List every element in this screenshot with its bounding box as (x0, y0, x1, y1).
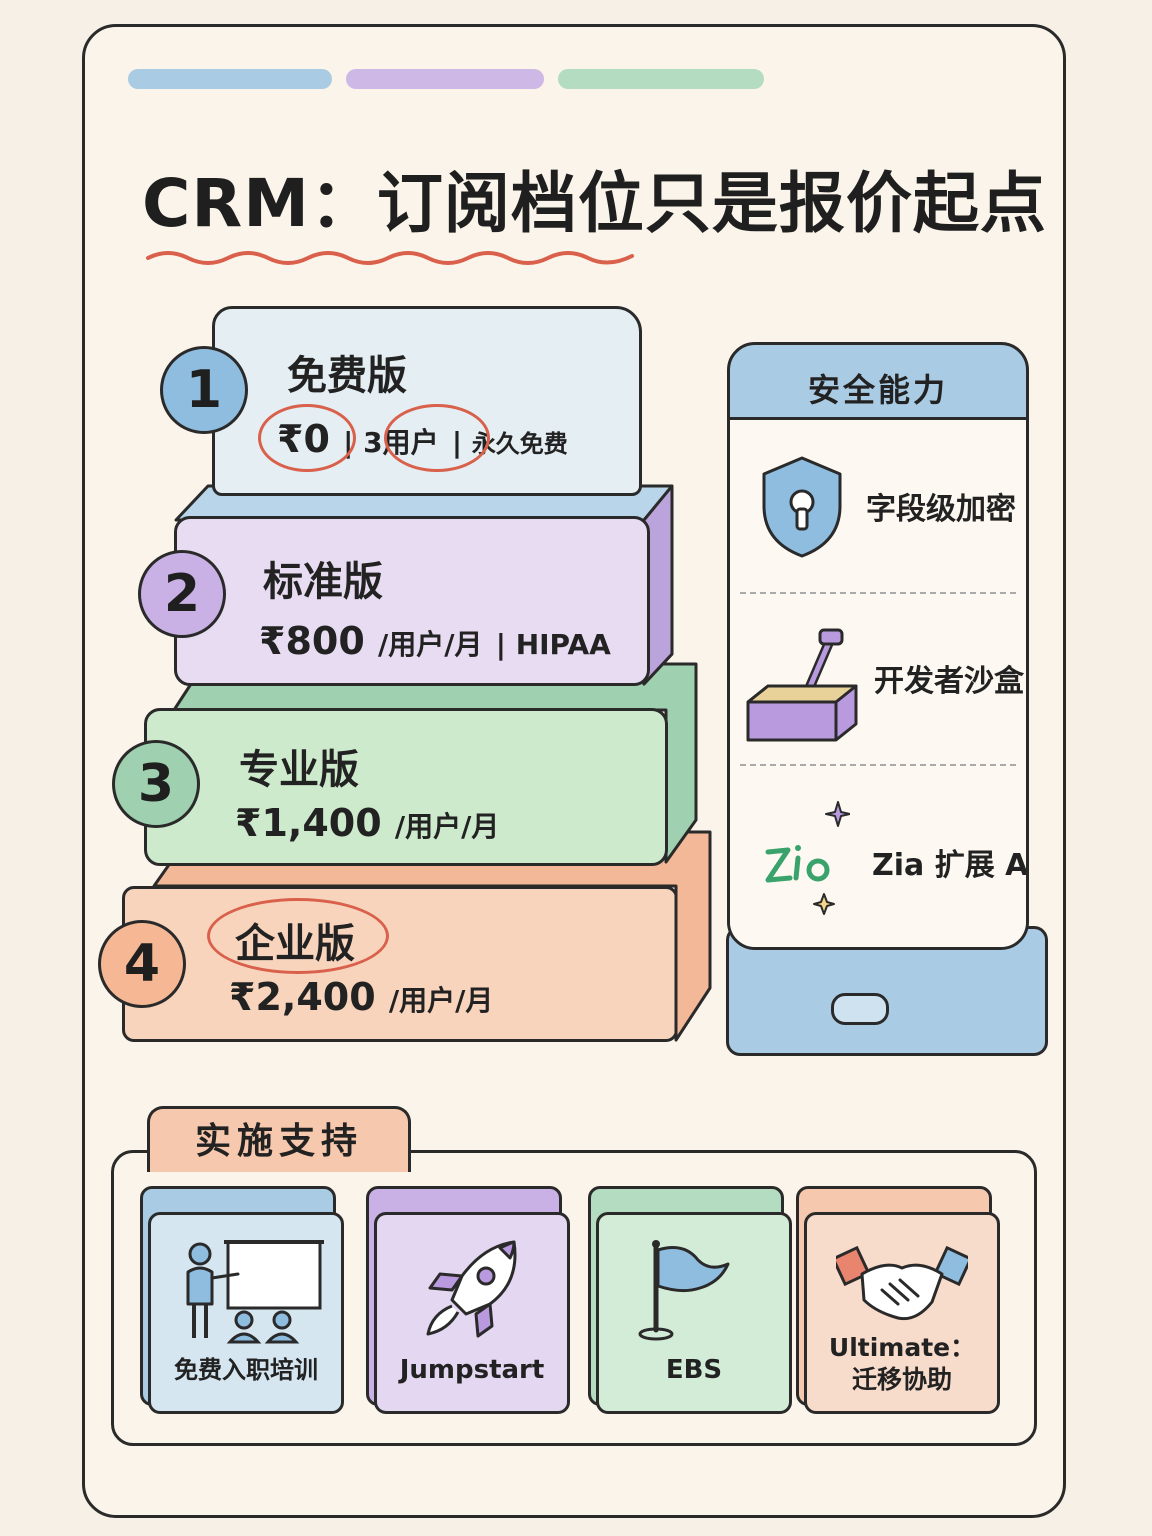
support-item-label: Ultimate： (828, 1333, 976, 1362)
tier-standard-price: ₹800 /用户/月 | HIPAA (259, 619, 611, 663)
decor-strip-blue (128, 69, 332, 89)
tier-divider: | (495, 628, 516, 661)
security-list: 字段级加密 开发者沙盒 Zia 扩展 AI (730, 417, 1029, 947)
tier-standard: 标准版 ₹800 /用户/月 | HIPAA (174, 516, 650, 686)
tier-pro-price: ₹1,400 /用户/月 (235, 801, 500, 845)
zia-logo-icon (765, 801, 850, 915)
tier-pro-name: 专业版 (239, 747, 359, 793)
tier-4-badge: 4 (98, 920, 186, 1008)
decor-strip-green (558, 69, 764, 89)
support-item-onboarding: 免费入职培训 (140, 1186, 344, 1414)
security-title: 安全能力 (807, 371, 948, 409)
tier-1-badge: 1 (160, 346, 248, 434)
support-title: 实施支持 (147, 1106, 411, 1172)
rocket-icon (426, 1240, 517, 1338)
tier-3-badge: 3 (112, 740, 200, 828)
security-item-label: 字段级加密 (866, 492, 1016, 527)
device-home-button (831, 993, 889, 1025)
support-item-ultimate: Ultimate： 迁移协助 (796, 1186, 1000, 1414)
tier-standard-name: 标准版 (263, 559, 383, 605)
page-title: CRM：订阅档位只是报价起点 (142, 165, 1047, 242)
security-item-label: 开发者沙盒 (874, 664, 1024, 699)
users-highlight-circle (384, 404, 490, 472)
support-item-label: EBS (665, 1355, 723, 1385)
security-item-label: Zia 扩展 AI (872, 848, 1029, 883)
flag-icon (638, 1240, 730, 1341)
training-icon (186, 1240, 324, 1344)
enterprise-highlight-circle (207, 898, 389, 974)
support-item-ebs: EBS (588, 1186, 792, 1414)
handshake-icon (836, 1245, 968, 1321)
security-panel: 安全能力 字段级加密 开发者沙盒 Z (727, 342, 1029, 950)
support-item-jumpstart: Jumpstart (366, 1186, 570, 1414)
support-item-label-2: 迁移协助 (851, 1365, 952, 1394)
divider (740, 592, 1016, 594)
tier-standard-depth (174, 484, 674, 686)
tier-2-badge: 2 (138, 550, 226, 638)
support-item-label: Jumpstart (399, 1355, 545, 1385)
sandbox-icon (746, 628, 858, 742)
tier-free-name: 免费版 (287, 353, 407, 399)
tier-enterprise-price: ₹2,400 /用户/月 (229, 975, 494, 1019)
divider (740, 764, 1016, 766)
price-zero-highlight-circle (258, 404, 356, 472)
title-wavy-underline (146, 251, 634, 265)
tier-pro: 专业版 ₹1,400 /用户/月 (144, 708, 668, 866)
shield-keyhole-icon (762, 456, 842, 558)
decor-strip-purple (346, 69, 544, 89)
support-item-label: 免费入职培训 (174, 1356, 318, 1384)
